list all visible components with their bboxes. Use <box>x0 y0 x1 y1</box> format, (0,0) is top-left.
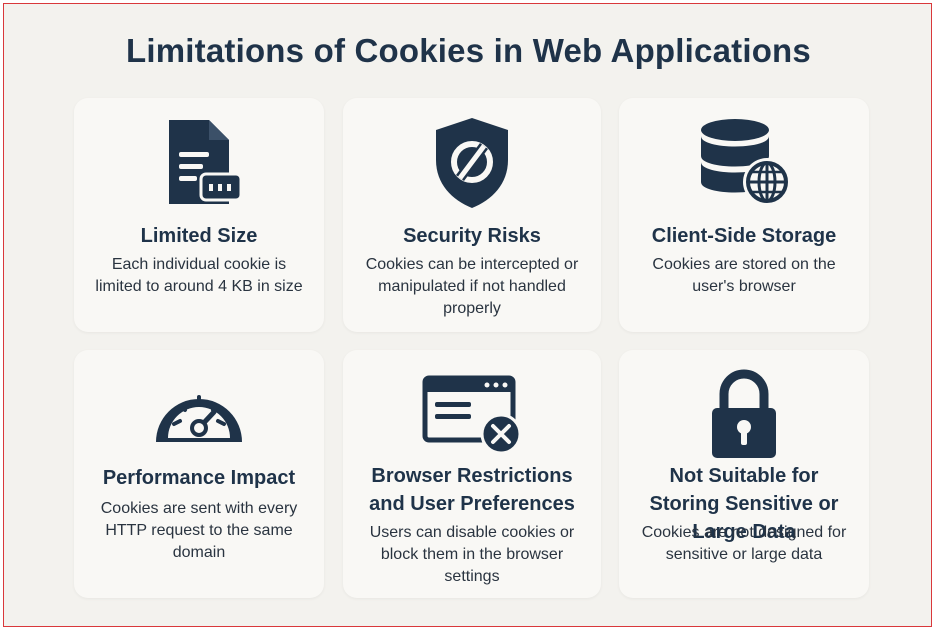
card-title: Client-Side Storage <box>651 225 837 247</box>
document-size-icon <box>74 112 324 212</box>
card-client-side-storage: Client-Side Storage Cookies are stored o… <box>619 98 869 332</box>
card-description: Users can disable cookies or block them … <box>369 524 575 585</box>
card-description: Cookies are sent with every HTTP request… <box>100 500 298 561</box>
card-title: Security Risks <box>403 225 541 247</box>
infographic-frame: Limitations of Cookies in Web Applicatio… <box>3 3 932 627</box>
card-performance-impact: Performance Impact Cookies are sent with… <box>74 350 324 598</box>
padlock-icon <box>619 364 869 464</box>
card-title: Browser Restrictions and User Preference… <box>369 465 575 515</box>
shield-icon <box>343 112 601 212</box>
card-title: Performance Impact <box>102 467 296 489</box>
card-security-risks: Security Risks Cookies can be intercepte… <box>343 98 601 332</box>
card-description: Cookies are not designed for sensitive o… <box>641 524 847 563</box>
browser-block-icon <box>343 364 601 464</box>
card-title: Limited Size <box>140 225 258 247</box>
card-description: Each individual cookie is limited to aro… <box>95 256 303 295</box>
card-description: Cookies are stored on the user's browser <box>652 256 836 295</box>
card-not-suitable: Not Suitable for Storing Sensitive or La… <box>619 350 869 598</box>
card-title: Not Suitable for Storing Sensitive or La… <box>649 465 839 543</box>
card-browser-restrictions: Browser Restrictions and User Preference… <box>343 350 601 598</box>
page-title: Limitations of Cookies in Web Applicatio… <box>126 32 811 69</box>
speedometer-icon <box>74 364 324 464</box>
card-limited-size: Limited Size Each individual cookie is l… <box>74 98 324 332</box>
card-description: Cookies can be intercepted or manipulate… <box>365 256 579 317</box>
database-globe-icon <box>619 112 869 212</box>
